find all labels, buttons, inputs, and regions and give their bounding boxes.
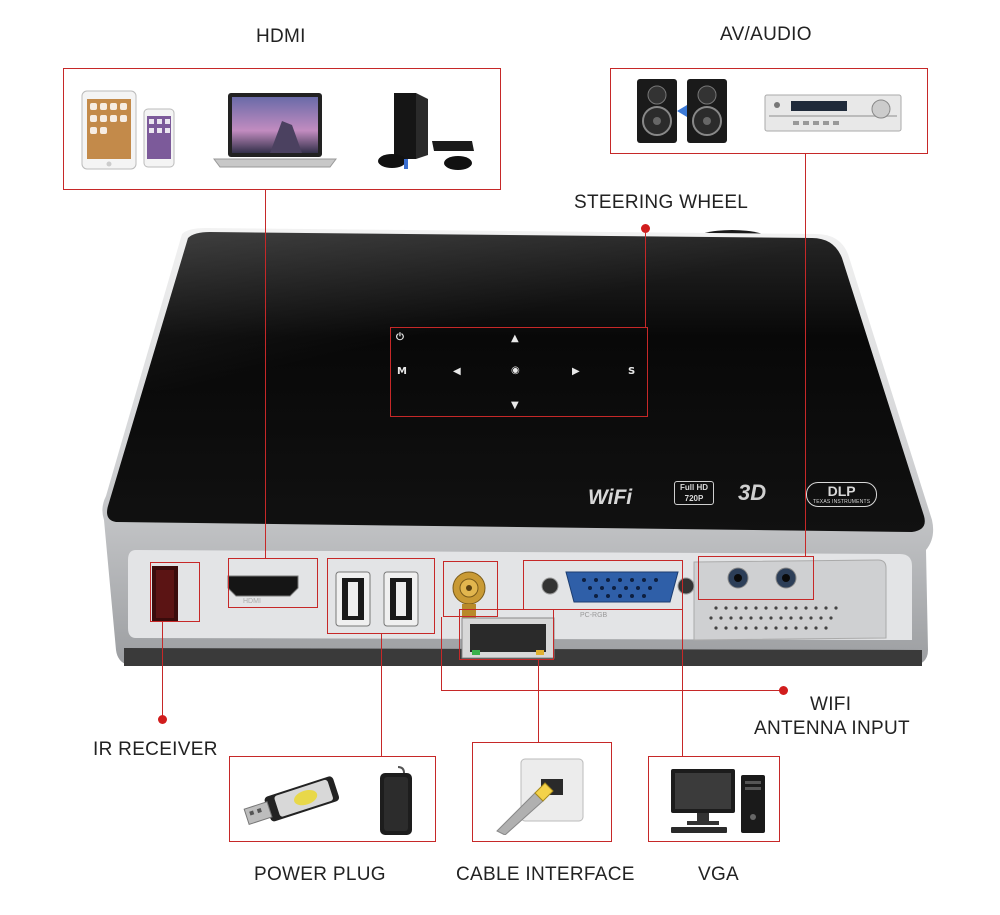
dlp-logo-text: DLP: [827, 483, 856, 499]
vga-leader-line: [682, 610, 684, 756]
ir-receiver-callout[interactable]: [150, 562, 200, 622]
speakers-icon: [637, 79, 727, 143]
vga-box: [648, 756, 780, 842]
desktop-computer-icon: [671, 769, 765, 833]
ir-receiver-label: IR RECEIVER: [93, 739, 218, 760]
antenna-leader-line-v: [441, 617, 443, 691]
source-touch-key[interactable]: S: [628, 366, 636, 377]
usb-flash-drive-icon: [243, 776, 340, 826]
left-touch-icon[interactable]: ◀: [453, 366, 461, 377]
vga-port-callout[interactable]: [523, 560, 683, 610]
av-receiver-icon: [764, 94, 902, 132]
steering-wheel-leader-line: [645, 229, 647, 327]
steering-wheel-label: STEERING WHEEL: [574, 192, 749, 213]
audio-port-callout[interactable]: [698, 556, 814, 600]
hd-logo: Full HD 720P: [674, 481, 714, 505]
cable-interface-box: [472, 742, 612, 842]
vga-label: VGA: [698, 864, 740, 885]
wifi-antenna-dot: [779, 686, 788, 695]
hdmi-port-caption: HDMI: [243, 598, 261, 605]
dlp-logo-sub: TEXAS INSTRUMENTS: [813, 499, 871, 505]
touch-panel-callout: [390, 327, 648, 417]
hdmi-label: HDMI: [256, 26, 306, 47]
hdmi-port-callout[interactable]: [228, 558, 318, 608]
wifi-logo: WiFi: [588, 486, 633, 509]
wifi-label: WIFI: [810, 694, 852, 715]
ok-touch-icon[interactable]: ◉: [511, 365, 520, 376]
rj45-callout[interactable]: [459, 609, 554, 660]
power-plug-label: POWER PLUG: [254, 864, 386, 885]
ir-receiver-dot: [158, 715, 167, 724]
hdmi-devices-box: [63, 68, 501, 190]
av-audio-label: AV/AUDIO: [720, 24, 812, 45]
ir-leader-line: [162, 622, 164, 717]
usb-leader-line: [381, 634, 383, 756]
menu-touch-key[interactable]: M: [397, 366, 407, 377]
3d-logo: 3D: [738, 480, 767, 505]
laptop-icon: [213, 93, 337, 168]
ethernet-jack-icon: [496, 758, 584, 835]
steering-wheel-dot: [641, 224, 650, 233]
power-bank-icon: [380, 766, 412, 835]
vga-port-caption: PC-RGB: [580, 612, 608, 619]
rj45-leader-line: [538, 660, 540, 743]
hdmi-leader-line: [265, 190, 267, 558]
dlp-logo: DLP TEXAS INSTRUMENTS: [806, 482, 878, 507]
av-audio-box: [610, 68, 928, 154]
antenna-leader-line-h: [441, 690, 781, 692]
down-touch-icon[interactable]: ▼: [511, 400, 519, 411]
up-touch-icon[interactable]: ▲: [511, 333, 519, 344]
game-console-icon: [378, 93, 474, 170]
av-leader-line: [805, 154, 807, 556]
tablet-phone-icon: [81, 90, 175, 170]
power-touch-icon[interactable]: ⏻: [396, 332, 404, 343]
cable-interface-label: CABLE INTERFACE: [456, 864, 635, 885]
antenna-input-label: ANTENNA INPUT: [754, 718, 910, 739]
usb-port-callout[interactable]: [327, 558, 435, 634]
hd-logo-line1: Full HD: [680, 483, 708, 492]
power-plug-box: [229, 756, 436, 842]
antenna-callout[interactable]: [443, 561, 498, 617]
right-touch-icon[interactable]: ▶: [572, 366, 580, 377]
hd-logo-line2: 720P: [684, 494, 704, 503]
